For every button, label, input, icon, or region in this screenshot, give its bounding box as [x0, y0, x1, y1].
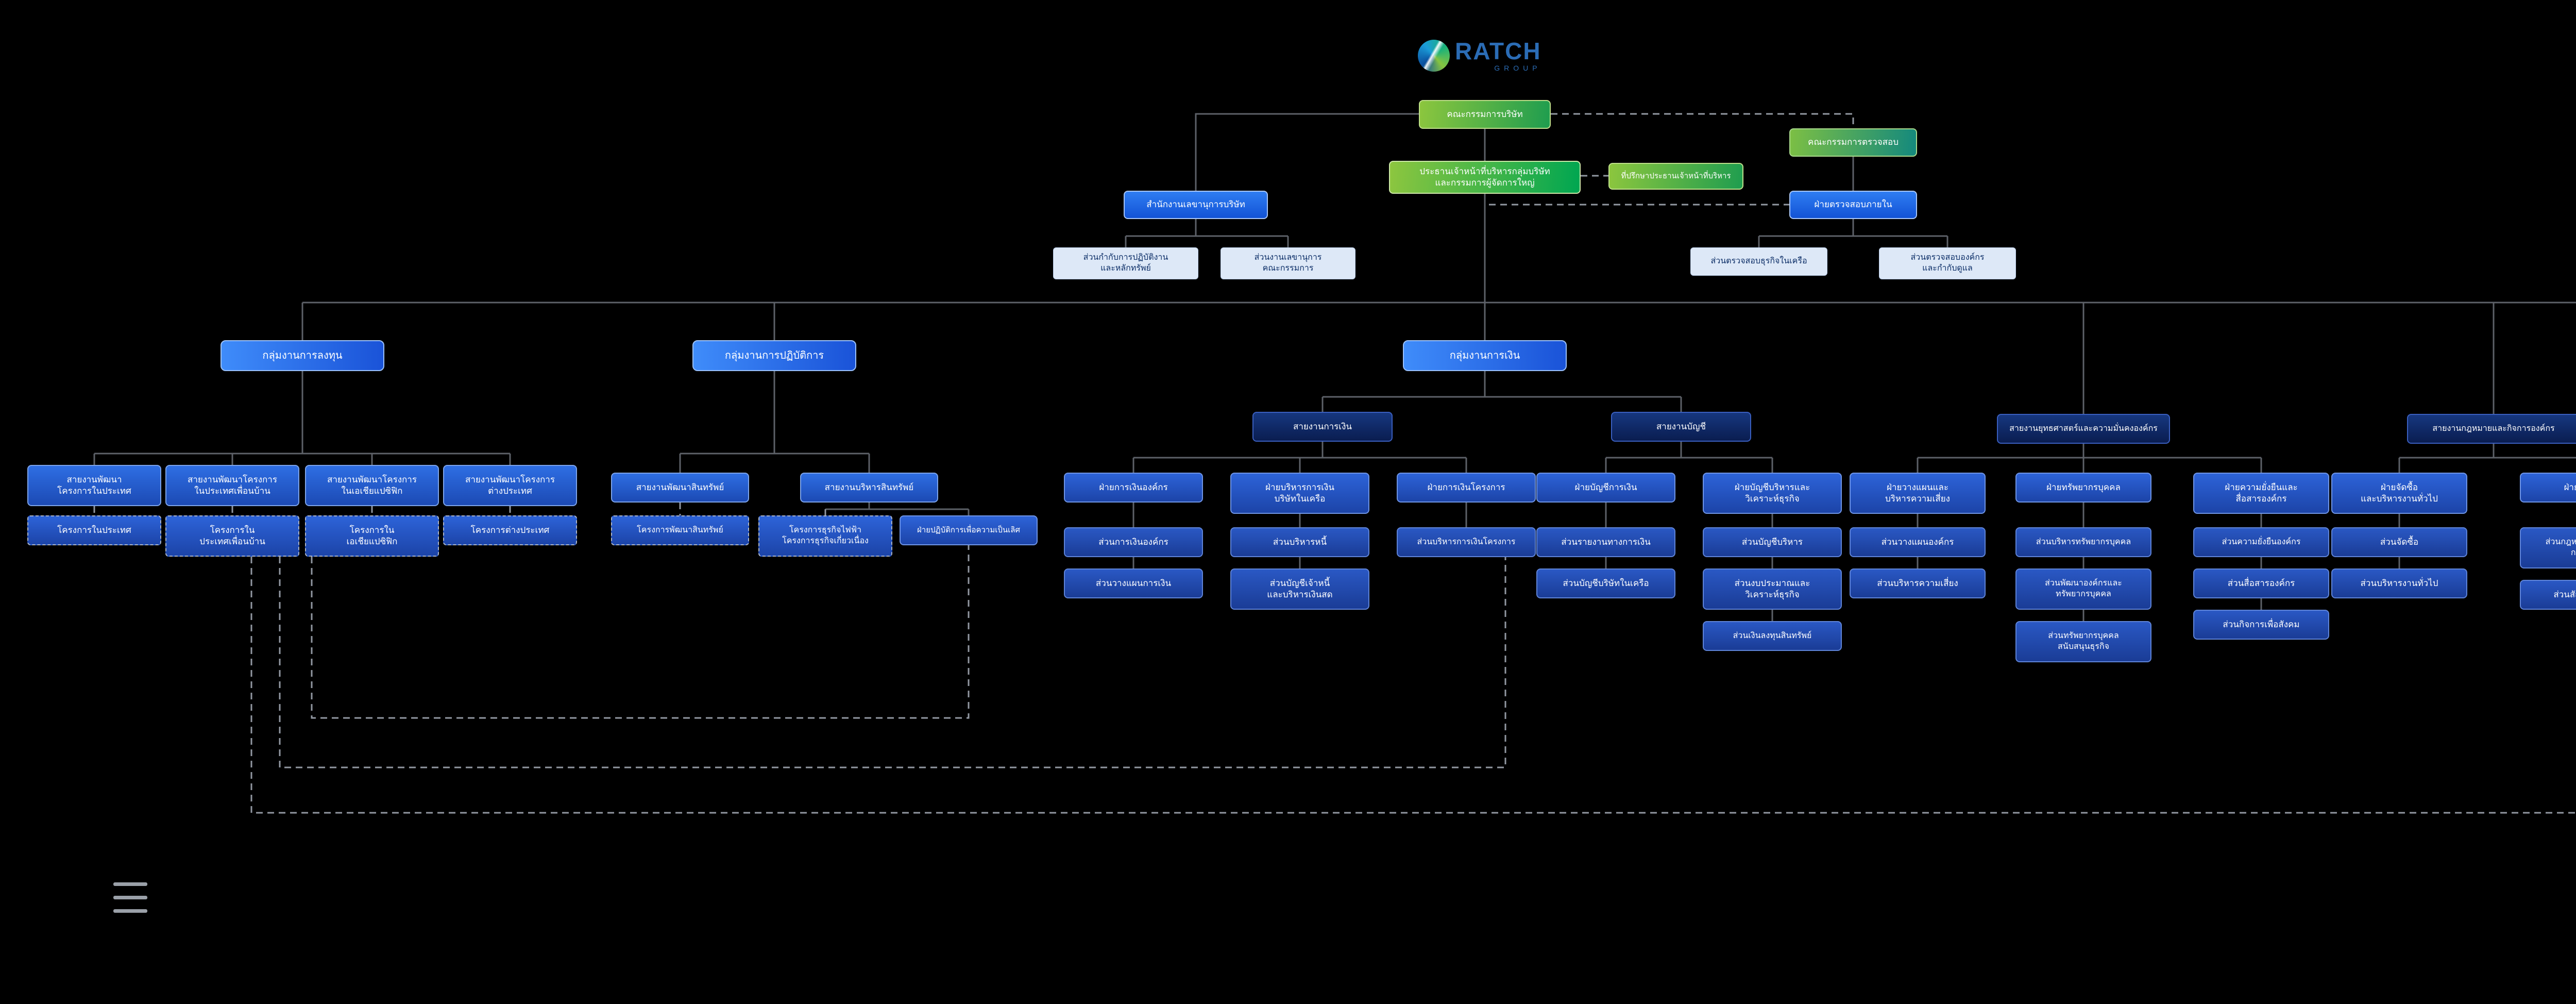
node-ceo-advisor: ที่ปรึกษาประธานเจ้าหน้าที่บริหาร — [1608, 163, 1743, 190]
node-debt-management-section: ส่วนบริหารหนี้ — [1230, 527, 1369, 557]
node-power-business-projects: โครงการธุรกิจไฟฟ้า โครงการธุรกิจเกี่ยวเน… — [758, 515, 892, 557]
node-procurement-division: ฝ่ายจัดซื้อ และบริหารงานทั่วไป — [2331, 473, 2467, 514]
hamburger-icon — [113, 909, 147, 913]
node-international-projects: โครงการต่างประเทศ — [443, 515, 577, 545]
node-csr-section: ส่วนกิจการเพื่อสังคม — [2193, 610, 2329, 640]
node-international-project-development: สายงานพัฒนาโครงการ ต่างประเทศ — [443, 465, 577, 506]
node-corporate-secretary-office: สำนักงานเลขานุการบริษัท — [1124, 191, 1268, 219]
node-affiliate-accounting-section: ส่วนบัญชีบริษัทในเครือ — [1536, 568, 1675, 598]
menu-button[interactable] — [113, 882, 147, 923]
node-finance-group: กลุ่มงานการเงิน — [1403, 340, 1567, 371]
node-payable-section: ส่วนบัญชีเจ้าหนี้ และบริหารเงินสด — [1230, 568, 1369, 610]
node-affiliate-audit-section: ส่วนตรวจสอบธุรกิจในเครือ — [1690, 247, 1827, 276]
node-corporate-planning-section: ส่วนวางแผนองค์กร — [1850, 527, 1986, 557]
node-domestic-project-development: สายงานพัฒนา โครงการในประเทศ — [27, 465, 161, 506]
hamburger-icon — [113, 896, 147, 899]
node-investment-group: กลุ่มงานการลงทุน — [221, 340, 384, 371]
hamburger-icon — [113, 882, 147, 886]
node-financial-reporting-section: ส่วนรายงานทางการเงิน — [1536, 527, 1675, 557]
node-budget-analysis-section: ส่วนงบประมาณและ วิเคราะห์ธุรกิจ — [1703, 568, 1842, 610]
node-legal-division: ฝ่ายกฎหมาย — [2520, 473, 2576, 503]
node-management-accounting-division: ฝ่ายบัญชีบริหารและ วิเคราะห์ธุรกิจ — [1703, 473, 1842, 514]
node-procurement-section: ส่วนจัดซื้อ — [2331, 527, 2467, 557]
node-project-finance-section: ส่วนบริหารการเงินโครงการ — [1397, 527, 1536, 557]
node-domestic-projects: โครงการในประเทศ — [27, 515, 161, 545]
node-strategy-line: สายงานยุทธศาสตร์และความมั่นคงองค์กร — [1997, 414, 2170, 444]
node-neighboring-country-project-development: สายงานพัฒนาโครงการ ในประเทศเพื่อนบ้าน — [165, 465, 299, 506]
node-compliance-and-securities-section: ส่วนกำกับการปฏิบัติงาน และหลักทรัพย์ — [1053, 247, 1198, 279]
logo-wordmark: RATCH GROUP — [1455, 39, 1541, 72]
node-financial-planning-section: ส่วนวางแผนการเงิน — [1064, 568, 1203, 598]
node-corporate-audit-section: ส่วนตรวจสอบองค์กร และกำกับดูแล — [1879, 247, 2016, 279]
node-board-secretarial-section: ส่วนงานเลขานุการ คณะกรรมการ — [1221, 247, 1355, 279]
node-corporate-finance-section: ส่วนการเงินองค์กร — [1064, 527, 1203, 557]
node-group-ceo: ประธานเจ้าหน้าที่บริหารกลุ่มบริษัท และกร… — [1389, 161, 1581, 194]
logo-brand-text: RATCH — [1455, 38, 1541, 64]
node-accounting-line: สายงานบัญชี — [1611, 412, 1751, 442]
node-corporate-legal-section: ส่วนกฎหมายองค์กรและ การลงทุน — [2520, 527, 2576, 568]
node-affiliate-finance-division: ฝ่ายบริหารการเงิน บริษัทในเครือ — [1230, 473, 1369, 514]
node-sustainability-section: ส่วนความยั่งยืนองค์กร — [2193, 527, 2329, 557]
node-asset-development-line: สายงานพัฒนาสินทรัพย์ — [611, 473, 749, 503]
node-asia-pacific-project-development: สายงานพัฒนาโครงการ ในเอเชียแปซิฟิก — [305, 465, 439, 506]
node-finance-line: สายงานการเงิน — [1252, 412, 1393, 442]
node-operational-excellence-division: ฝ่ายปฏิบัติการเพื่อความเป็นเลิศ — [900, 515, 1038, 545]
node-communication-section: ส่วนสื่อสารองค์กร — [2193, 568, 2329, 598]
logo-swirl-icon — [1418, 40, 1450, 72]
node-corporate-finance-division: ฝ่ายการเงินองค์กร — [1064, 473, 1203, 503]
node-asset-development-projects: โครงการพัฒนาสินทรัพย์ — [611, 515, 749, 545]
logo-subtitle-text: GROUP — [1494, 64, 1541, 72]
node-hr-development-section: ส่วนพัฒนาองค์กรและ ทรัพยากรบุคคล — [2015, 568, 2151, 610]
solid-connector-lines — [93, 113, 2576, 621]
node-financial-accounting-division: ฝ่ายบัญชีการเงิน — [1536, 473, 1675, 503]
node-investment-asset-section: ส่วนเงินลงทุนสินทรัพย์ — [1703, 621, 1842, 651]
node-contracts-section: ส่วนสัญญาและคดี — [2520, 580, 2576, 610]
node-planning-risk-division: ฝ่ายวางแผนและ บริหารความเสี่ยง — [1850, 473, 1986, 514]
node-hr-division: ฝ่ายทรัพยากรบุคคล — [2015, 473, 2151, 503]
node-sustainability-communication-division: ฝ่ายความยั่งยืนและ สื่อสารองค์กร — [2193, 473, 2329, 514]
dashed-connector-lines — [93, 113, 2576, 814]
node-operations-group: กลุ่มงานการปฏิบัติการ — [692, 340, 856, 371]
node-general-administration-section: ส่วนบริหารงานทั่วไป — [2331, 568, 2467, 598]
node-legal-line: สายงานกฎหมายและกิจการองค์กร — [2407, 414, 2576, 444]
node-asia-pacific-projects: โครงการใน เอเชียแปซิฟิก — [305, 515, 439, 557]
node-risk-management-section: ส่วนบริหารความเสี่ยง — [1850, 568, 1986, 598]
node-board-of-directors: คณะกรรมการบริษัท — [1419, 100, 1551, 129]
node-hr-management-section: ส่วนบริหารทรัพยากรบุคคล — [2015, 527, 2151, 557]
node-asset-management-line: สายงานบริหารสินทรัพย์ — [800, 473, 938, 503]
node-management-accounting-section: ส่วนบัญชีบริหาร — [1703, 527, 1842, 557]
node-internal-audit-division: ฝ่ายตรวจสอบภายใน — [1789, 191, 1917, 219]
company-logo: RATCH GROUP — [1418, 39, 1541, 72]
node-project-finance-division: ฝ่ายการเงินโครงการ — [1397, 473, 1536, 503]
node-hr-business-support-section: ส่วนทรัพยากรบุคคล สนับสนุนธุรกิจ — [2015, 621, 2151, 662]
node-neighboring-country-projects: โครงการใน ประเทศเพื่อนบ้าน — [165, 515, 299, 557]
node-audit-committee: คณะกรรมการตรวจสอบ — [1789, 128, 1917, 157]
